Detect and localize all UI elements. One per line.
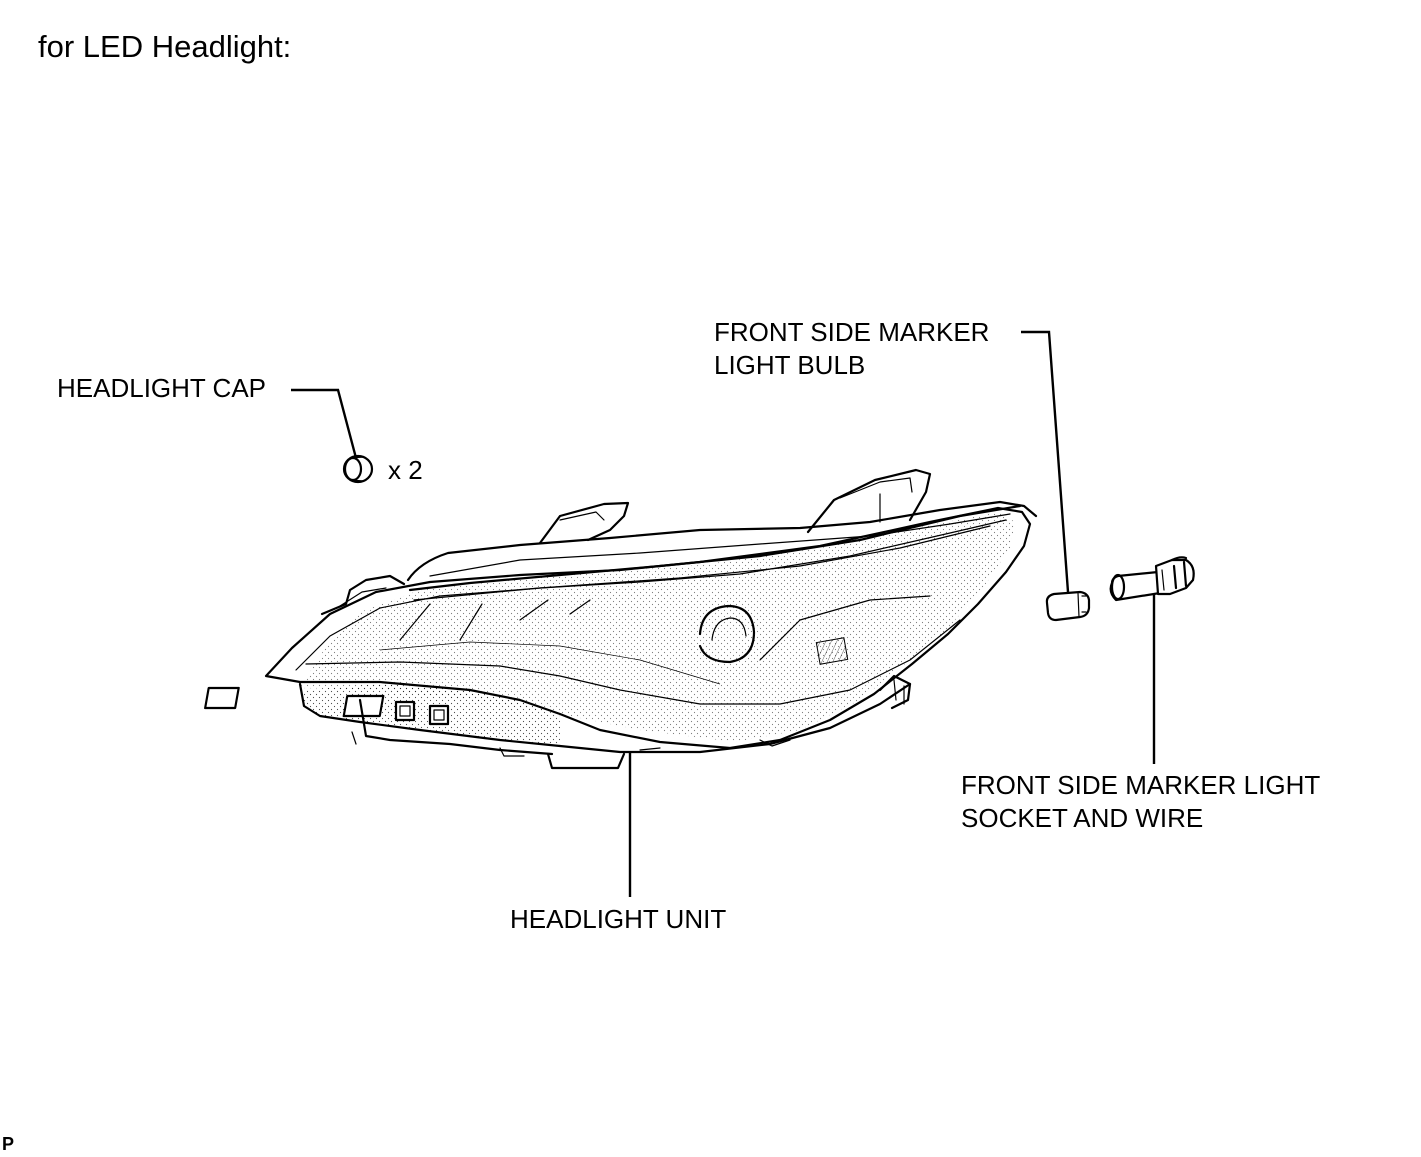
page-title: for LED Headlight: — [38, 29, 292, 64]
headlight-unit-part — [204, 468, 1038, 770]
marker-bulb-label-line2: LIGHT BULB — [714, 350, 866, 380]
headlight-cap-part — [342, 454, 374, 484]
headlight-cap-leader — [291, 388, 358, 459]
quantity-label: x 2 — [388, 455, 423, 485]
headlight-unit-label: HEADLIGHT UNIT — [510, 904, 727, 934]
corner-mark: P — [2, 1134, 15, 1154]
marker-socket-part — [1109, 556, 1195, 602]
headlight-cap-label: HEADLIGHT CAP — [57, 373, 267, 403]
marker-socket-label-line1: FRONT SIDE MARKER LIGHT — [961, 770, 1321, 800]
marker-bulb-part — [1045, 590, 1091, 622]
marker-bulb-leader — [1021, 330, 1070, 593]
marker-bulb-label-line1: FRONT SIDE MARKER — [714, 317, 990, 347]
marker-socket-label-line2: SOCKET AND WIRE — [961, 803, 1204, 833]
